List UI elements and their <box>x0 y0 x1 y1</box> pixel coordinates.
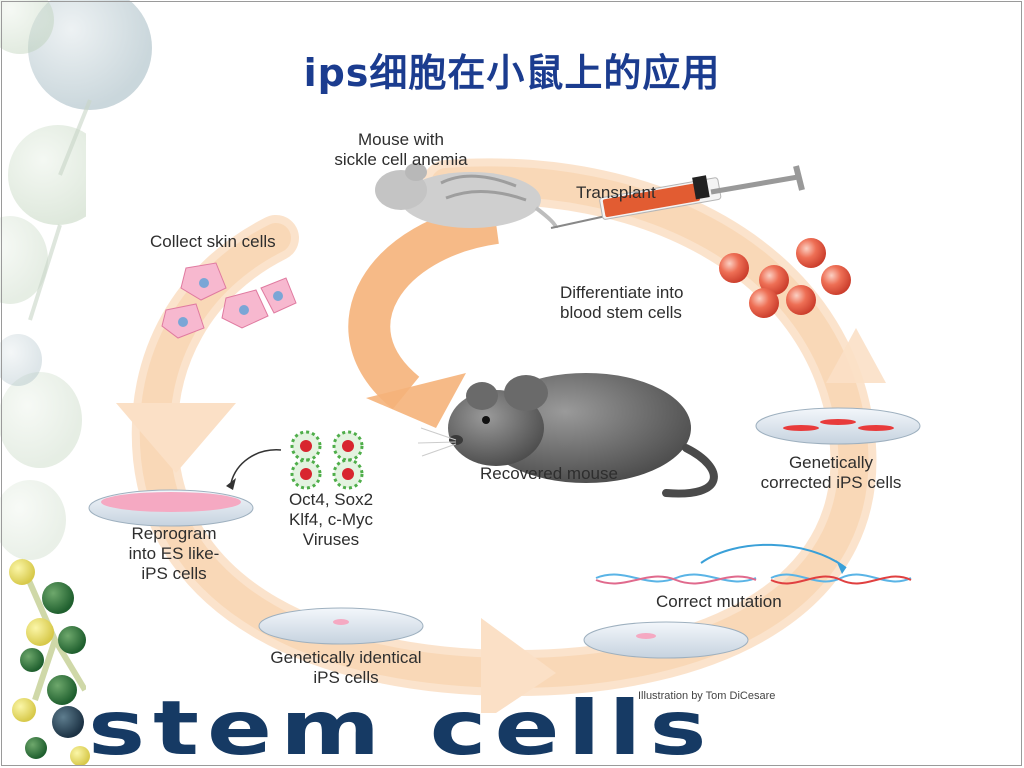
illustration-credit: Illustration by Tom DiCesare <box>638 690 776 702</box>
label-mouse-sickle: Mouse with sickle cell anemia <box>334 130 468 169</box>
ring-arrowhead-right <box>826 328 886 383</box>
ring-arrowhead-bottom <box>481 618 556 713</box>
label-transplant: Transplant <box>576 183 656 202</box>
ips-cycle-diagram: Mouse with sickle cell anemia Transplant… <box>86 128 948 713</box>
label-reprogram: Reprogram into ES like- iPS cells <box>128 524 220 583</box>
label-differentiate: Differentiate into blood stem cells <box>560 283 684 322</box>
skin-cells-image <box>161 262 297 339</box>
label-recovered-mouse: Recovered mouse <box>480 464 618 483</box>
ring-arrowhead-left <box>116 403 236 473</box>
diagram-artwork <box>88 158 921 713</box>
label-correct-mutation: Correct mutation <box>656 592 782 611</box>
recovered-mouse-image <box>417 373 718 498</box>
virus-particles-image <box>226 430 364 490</box>
footer-logo-text: stem cells <box>88 684 715 768</box>
blood-stem-cells-image <box>719 238 851 318</box>
slide-title: ips细胞在小鼠上的应用 <box>303 51 721 95</box>
label-collect-skin: Collect skin cells <box>150 232 276 251</box>
dish-correct-mutation <box>583 621 749 659</box>
syringe-image <box>550 165 805 229</box>
sickle-mouse-image <box>375 163 558 229</box>
dish-identical <box>258 607 424 645</box>
label-identical-ips: Genetically identical iPS cells <box>270 648 422 687</box>
dna-strands-image <box>595 543 912 585</box>
label-factors: Oct4, Sox2 Klf4, c-Myc Viruses <box>288 490 374 549</box>
label-corrected-ips: Genetically corrected iPS cells <box>760 453 902 492</box>
transplant-arrow <box>348 202 500 410</box>
dish-corrected <box>755 407 921 445</box>
dish-reprogram <box>88 489 254 527</box>
